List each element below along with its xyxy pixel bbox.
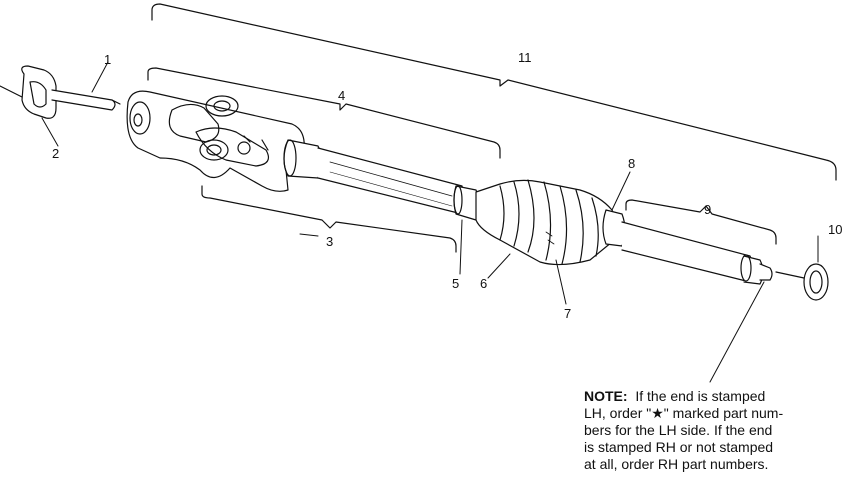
leader-lines <box>41 61 819 383</box>
callout-7: 7 <box>564 306 571 321</box>
stamping-note: NOTE: If the end is stamped LH, order "★… <box>584 388 844 473</box>
note-line-2: LH, order "★" marked part num- <box>584 405 784 421</box>
bracket-4 <box>147 67 501 159</box>
callout-9: 9 <box>704 202 711 217</box>
callout-10: 10 <box>828 222 842 237</box>
part-2-clip <box>0 65 57 119</box>
yoke-collar <box>283 139 323 179</box>
part-4-yoke <box>126 90 305 192</box>
part-10-washer <box>775 263 829 301</box>
part-3-shaft <box>317 147 465 215</box>
callout-5: 5 <box>452 276 459 291</box>
callout-6: 6 <box>480 276 487 291</box>
part-8-clamp <box>602 209 626 247</box>
note-text-1: If the end is stamped <box>635 388 766 404</box>
part-6-7-boot <box>475 179 617 266</box>
bracket-9 <box>625 199 777 245</box>
part-5-clamp <box>453 185 480 221</box>
note-line-3: bers for the LH side. If the end <box>584 422 773 438</box>
callout-1: 1 <box>104 52 111 67</box>
note-label: NOTE: <box>584 388 628 404</box>
bracket-3 <box>201 185 457 253</box>
callout-11: 11 <box>518 50 532 65</box>
bracket-11 <box>151 3 837 181</box>
part-1-pin <box>51 89 121 111</box>
callout-3: 3 <box>326 234 333 249</box>
note-line-4: is stamped RH or not stamped <box>584 439 774 455</box>
note-line-5: at all, order RH part numbers. <box>584 456 769 472</box>
callout-4: 4 <box>338 88 345 103</box>
callout-8: 8 <box>628 156 635 171</box>
part-9-stub-shaft <box>621 221 773 285</box>
callout-2: 2 <box>52 146 59 161</box>
note-line-1: NOTE: If the end is stamped <box>584 388 844 405</box>
